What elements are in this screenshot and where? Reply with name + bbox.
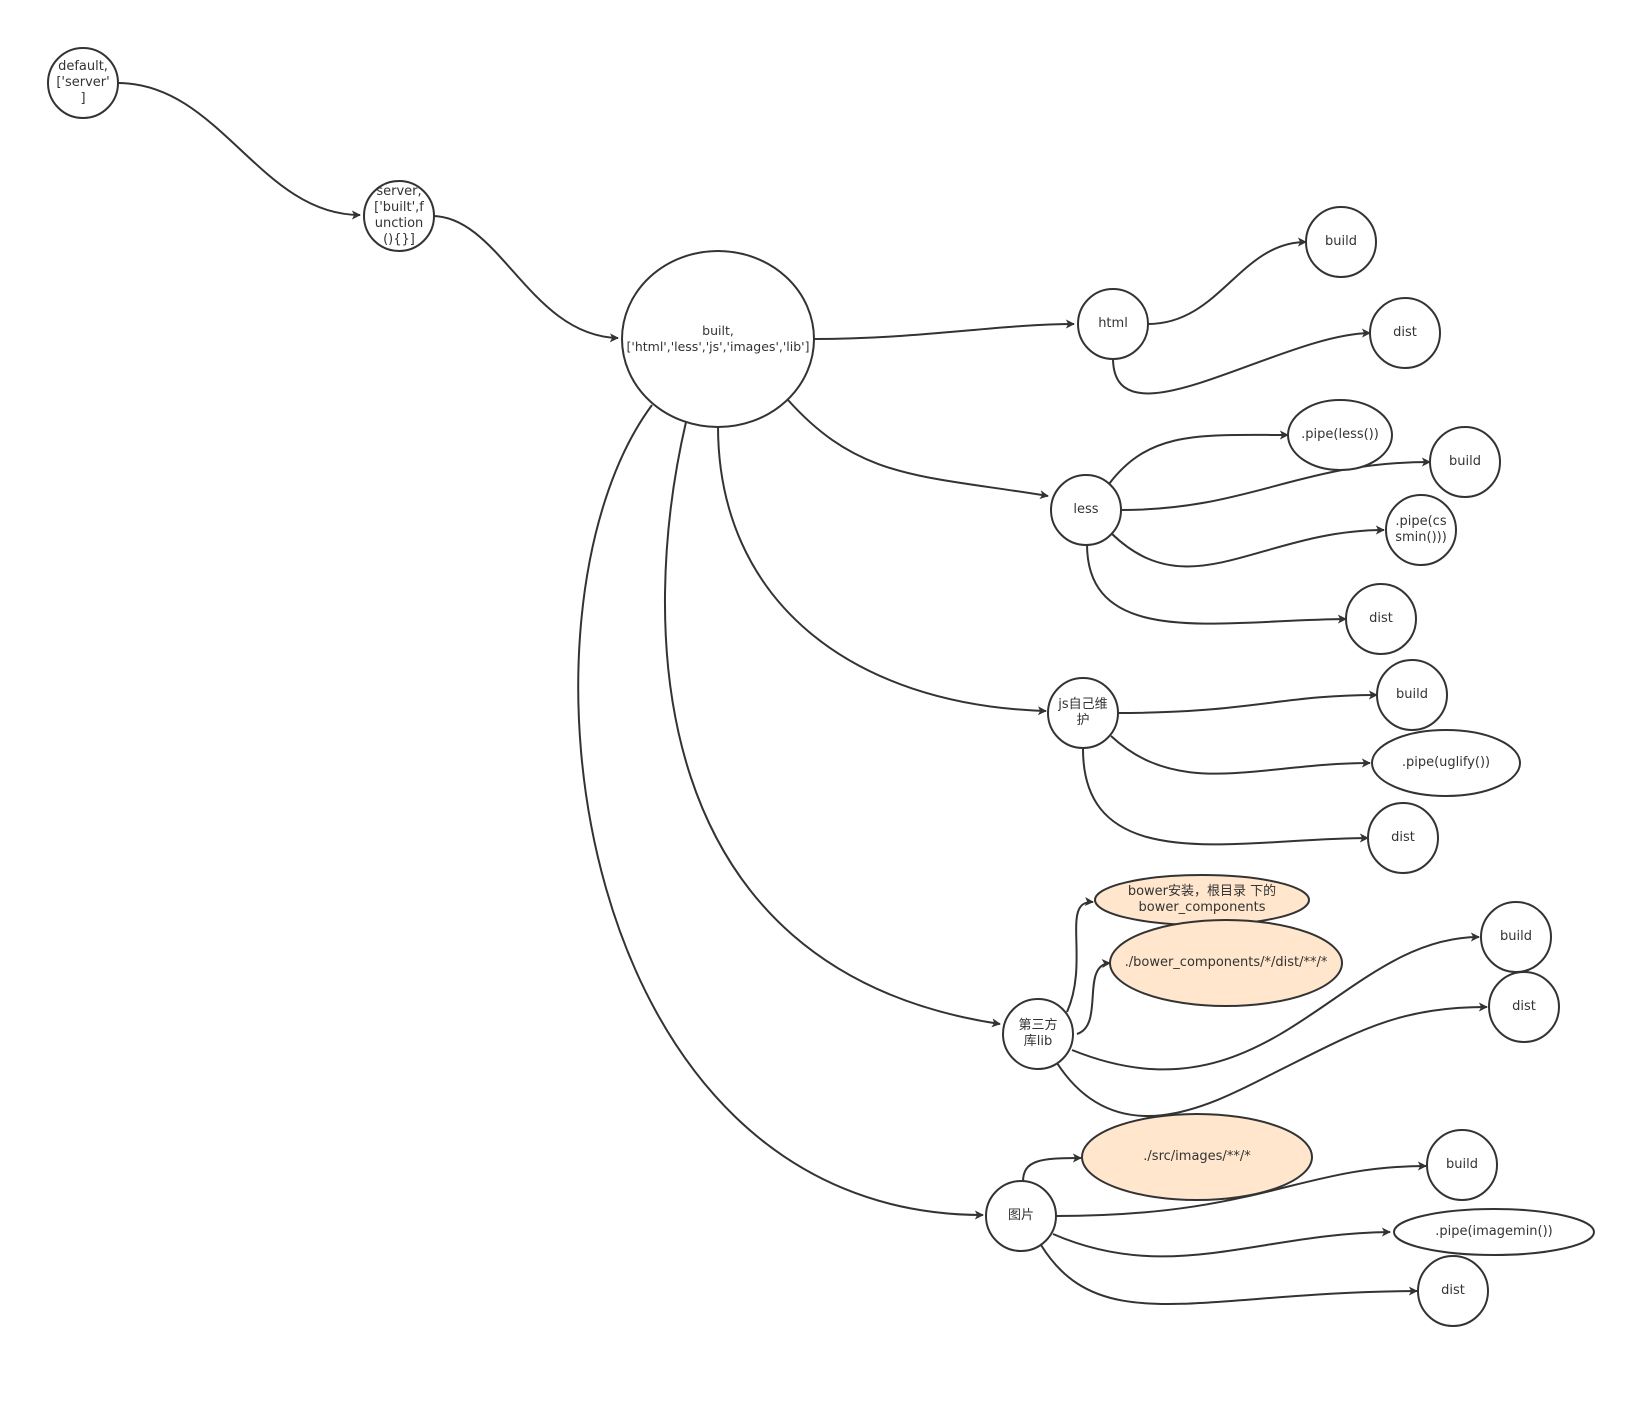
- edge-built-lib: [663, 421, 1001, 1028]
- node-lib: [1002, 998, 1074, 1070]
- node-lib-bower-note: [1094, 874, 1310, 926]
- node-lib-dist: [1488, 971, 1560, 1043]
- node-images-build: [1426, 1129, 1498, 1201]
- node-less-pipe-less: [1287, 399, 1393, 471]
- node-images-dist: [1417, 1255, 1489, 1327]
- edge-less-pipe-cssmin: [1110, 525, 1385, 568]
- edge-less-pipe-less: [1108, 430, 1289, 485]
- node-lib-bower-path: [1109, 919, 1343, 1007]
- edge-lib-bower-path: [1076, 959, 1111, 1035]
- edge-built-less: [787, 399, 1049, 500]
- nodes: [47, 47, 1595, 1327]
- node-server: [363, 180, 435, 252]
- node-lib-build: [1480, 901, 1552, 973]
- edge-lib-build: [1071, 932, 1480, 1071]
- node-images-pipe-imagemin: [1393, 1208, 1595, 1256]
- edge-js-dist: [1082, 748, 1369, 846]
- edge-js-build: [1117, 690, 1378, 714]
- node-less-pipe-cssmin: [1385, 494, 1457, 566]
- edge-html-build: [1147, 237, 1307, 325]
- node-images-src: [1081, 1113, 1313, 1201]
- node-js-pipe-uglify: [1371, 729, 1521, 797]
- node-js-build: [1376, 659, 1448, 731]
- edge-js-pipe-uglify: [1110, 735, 1371, 775]
- edge-server-built: [431, 215, 619, 343]
- edge-images-pipe-imagemin: [1052, 1227, 1391, 1258]
- edges: [117, 82, 1488, 1305]
- edge-default-server: [117, 82, 361, 220]
- node-js: [1047, 677, 1119, 749]
- node-less-dist: [1345, 583, 1417, 655]
- edge-images-src: [1022, 1153, 1082, 1183]
- node-less-build: [1429, 426, 1501, 498]
- edge-less-dist: [1086, 543, 1347, 625]
- edge-built-images: [577, 404, 984, 1220]
- node-html-dist: [1369, 297, 1441, 369]
- edge-built-js: [717, 425, 1047, 716]
- node-js-dist: [1367, 802, 1439, 874]
- node-html: [1077, 288, 1149, 360]
- node-less: [1050, 474, 1122, 546]
- edge-lib-bower-note: [1066, 897, 1094, 1013]
- edge-built-html: [813, 319, 1075, 340]
- edge-html-dist: [1112, 328, 1371, 395]
- edge-images-dist: [1040, 1244, 1418, 1305]
- node-default: [47, 47, 119, 119]
- edge-lib-dist: [1056, 1002, 1488, 1117]
- node-built: [621, 250, 815, 428]
- edge-less-build: [1120, 457, 1431, 511]
- node-images: [985, 1180, 1057, 1252]
- node-html-build: [1305, 206, 1377, 278]
